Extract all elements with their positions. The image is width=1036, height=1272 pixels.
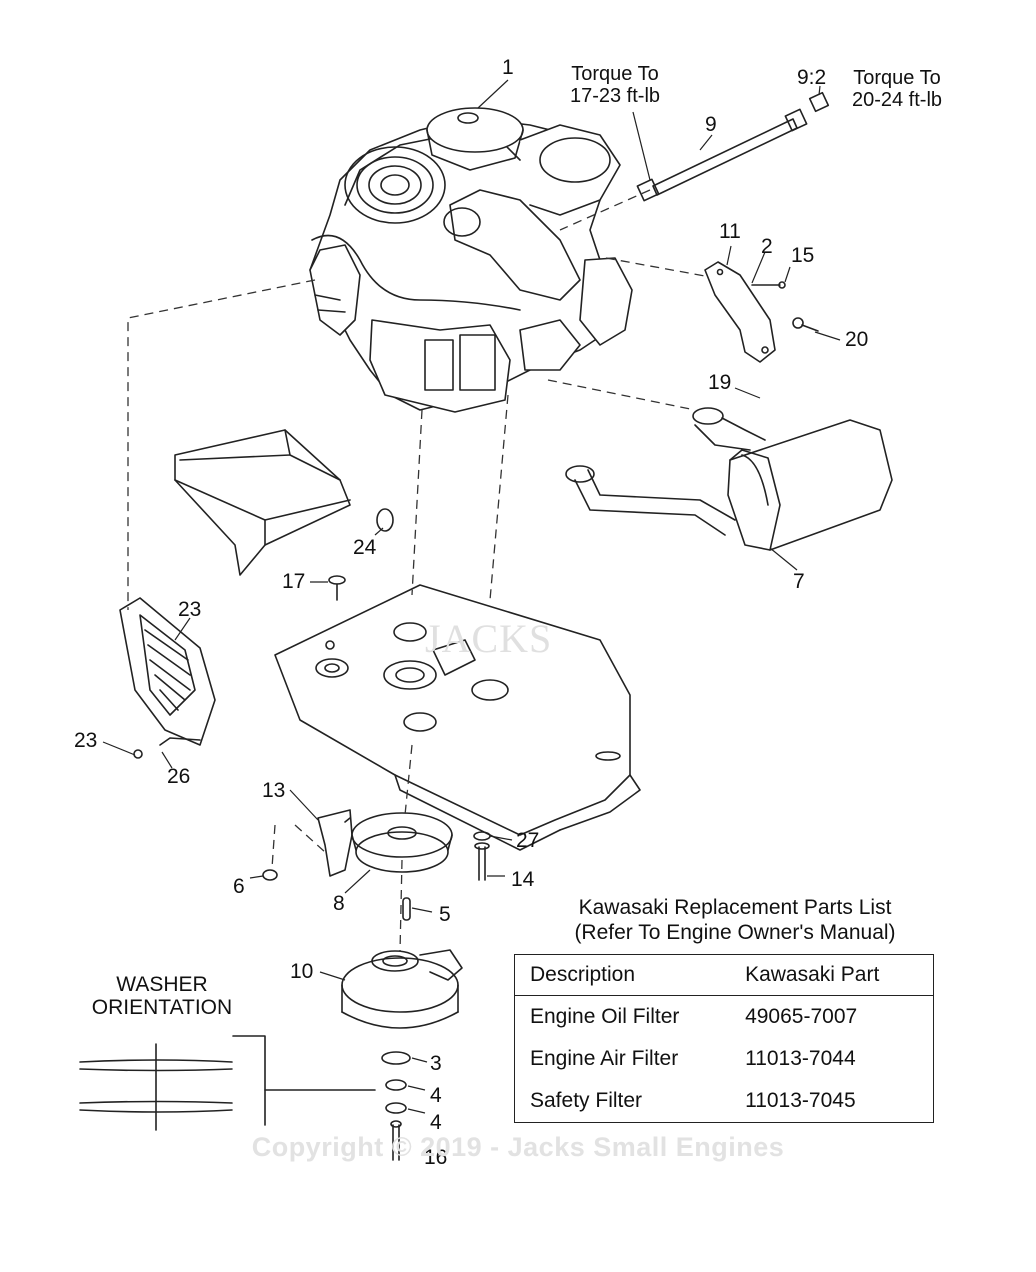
- parts-list-title-line1: Kawasaki Replacement Parts List: [578, 896, 892, 919]
- torque-note-right-line1: Torque To: [853, 67, 941, 89]
- callout-23b: 23: [74, 729, 98, 752]
- callout-23a: 23: [178, 598, 202, 621]
- pulley-8: [351, 812, 453, 873]
- table-row: Engine Air Filter 11013-7044: [515, 1038, 934, 1080]
- callout-15: 15: [791, 244, 815, 267]
- parts-list-table: Description Kawasaki Part Engine Oil Fil…: [514, 954, 934, 1123]
- callout-13: 13: [262, 779, 286, 802]
- callout-5: 5: [439, 903, 451, 926]
- callout-10: 10: [290, 960, 314, 983]
- row-part-number: 49065-7007: [745, 1005, 858, 1028]
- callout-24: 24: [353, 536, 377, 559]
- fuel-line-9: [636, 91, 830, 202]
- callout-26: 26: [167, 765, 191, 788]
- clutch-10: [341, 949, 463, 1029]
- bracket-13: [317, 809, 353, 877]
- callout-9: 9: [705, 113, 717, 136]
- callout-9-2: 9:2: [797, 66, 827, 89]
- washer-orientation-line2: ORIENTATION: [91, 996, 233, 1019]
- engine-mount-plate: [274, 584, 641, 851]
- row-description: Engine Oil Filter: [530, 1005, 680, 1028]
- callout-11: 11: [719, 220, 741, 243]
- header-description: Description: [514, 954, 746, 996]
- row-part-number: 11013-7045: [745, 1089, 856, 1112]
- row-description: Engine Air Filter: [530, 1047, 679, 1070]
- bracket-11: [704, 261, 819, 363]
- watermark-logo: JACKS: [425, 616, 553, 661]
- callout-17: 17: [282, 570, 306, 593]
- callout-14: 14: [511, 868, 535, 891]
- torque-note-right-line2: 20-24 ft-lb: [851, 89, 943, 111]
- torque-note-right: Torque To 20-24 ft-lb: [838, 67, 956, 111]
- parts-list-title: Kawasaki Replacement Parts List (Refer T…: [520, 895, 950, 945]
- callout-27: 27: [516, 829, 540, 852]
- callout-4b: 4: [430, 1111, 442, 1134]
- heat-shield-panel: [174, 429, 351, 576]
- engine-assembly: [309, 107, 633, 413]
- callout-3: 3: [430, 1052, 442, 1075]
- guard-23: [119, 597, 216, 759]
- parts-table-header-row: Description Kawasaki Part: [514, 954, 934, 996]
- callout-2: 2: [761, 235, 773, 258]
- muffler-assembly: [565, 407, 893, 551]
- washer-orientation-title: WASHER ORIENTATION: [62, 973, 262, 1019]
- callout-16: 16: [424, 1146, 448, 1169]
- parts-list-title-line2: (Refer To Engine Owner's Manual): [574, 921, 896, 944]
- callout-20: 20: [845, 328, 869, 351]
- washer-orientation-line1: WASHER: [116, 973, 208, 996]
- table-row: Engine Oil Filter 49065-7007: [515, 996, 934, 1039]
- torque-note-left-line1: Torque To: [571, 63, 659, 85]
- torque-note-left: Torque To 17-23 ft-lb: [556, 63, 674, 107]
- washer-orientation-detail: [79, 1035, 376, 1131]
- callout-8: 8: [333, 892, 345, 915]
- callout-1: 1: [502, 56, 514, 79]
- torque-note-left-line2: 17-23 ft-lb: [569, 85, 661, 107]
- callout-6: 6: [233, 875, 245, 898]
- row-description: Safety Filter: [530, 1089, 643, 1112]
- callout-7: 7: [793, 570, 805, 593]
- copyright-notice: Copyright © 2019 - Jacks Small Engines: [251, 1132, 785, 1162]
- callout-19: 19: [708, 371, 732, 394]
- table-row: Safety Filter 11013-7045: [515, 1080, 934, 1123]
- header-kawasaki-part: Kawasaki Part: [745, 954, 934, 996]
- row-part-number: 11013-7044: [745, 1047, 856, 1070]
- callout-4a: 4: [430, 1084, 442, 1107]
